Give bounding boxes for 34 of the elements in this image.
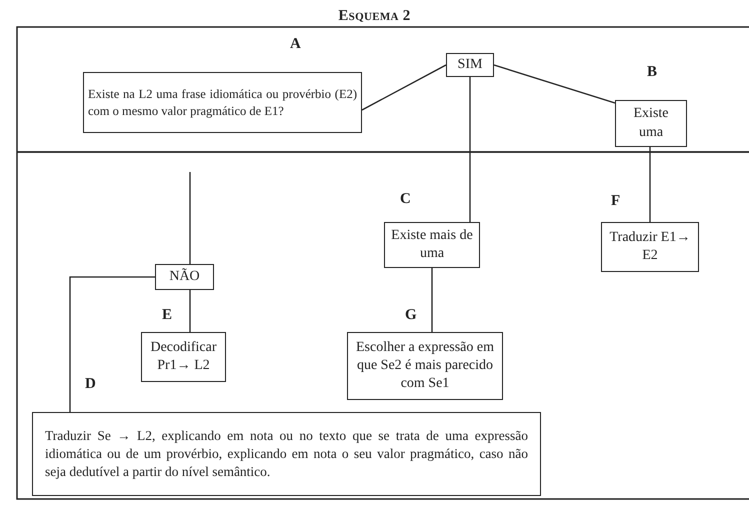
box-text: Traduzir E1→ E2 (608, 228, 692, 265)
connector-line (69, 276, 155, 412)
process-box (615, 100, 687, 147)
box-text: Existe na L2 uma frase idiomática ou provérbio (E2) com o mesmo valor pragmático de E1? (88, 86, 357, 119)
connector-line (649, 147, 651, 222)
process-box (601, 222, 699, 272)
process-box (155, 264, 214, 290)
step-letter: G (405, 308, 417, 323)
connector-line (362, 64, 446, 111)
connector-line (189, 290, 191, 332)
step-letter: F (611, 194, 620, 209)
box-text: Decodificar Pr1→ L2 (149, 338, 218, 375)
process-box (347, 332, 503, 400)
box-text: NÃO (168, 268, 201, 286)
process-box (446, 53, 494, 77)
connector-line (431, 268, 433, 332)
step-letter: E (162, 308, 172, 323)
box-text: SIM (456, 56, 484, 74)
process-box (384, 222, 480, 268)
process-box (32, 412, 541, 496)
step-letter: A (290, 37, 301, 52)
box-text: Escolher a expressão em que Se2 é mais parecido com Se1 (355, 338, 495, 394)
process-box (141, 332, 226, 382)
box-text: Existe mais de uma (390, 226, 474, 263)
step-letter: B (647, 65, 658, 80)
diagram-title: Esquema 2 (337, 8, 412, 25)
step-letter: C (400, 192, 411, 207)
step-letter: D (85, 377, 96, 392)
process-box (83, 72, 362, 133)
connector-line (494, 64, 616, 104)
box-text: Existe uma (632, 105, 670, 142)
box-text: Traduzir Se → L2, explicando em nota ou no texto que se trata de uma expressão idiomática ou de um provérbio, explicando em nota o seu valor pragmático, caso não seja dedutível a partir do nível semântico. (45, 427, 528, 481)
connector-line (189, 172, 191, 264)
connector-line (469, 77, 471, 222)
